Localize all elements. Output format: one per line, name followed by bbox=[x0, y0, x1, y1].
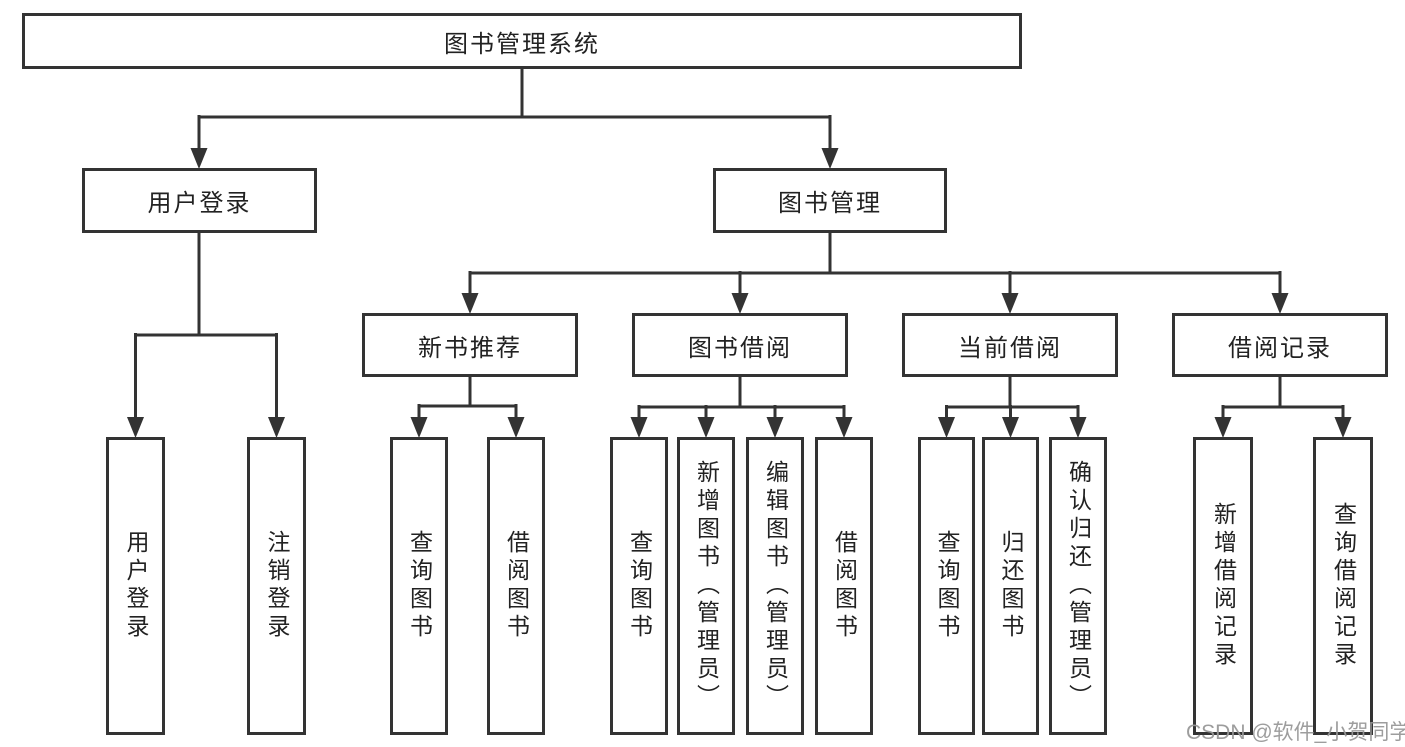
leaf-current-confirm-return-admin-label: 确认归还（管理员） bbox=[1065, 460, 1092, 712]
leaf-newbooks-query-books-label: 查询图书 bbox=[406, 530, 433, 642]
leaf-newbooks-borrow-books-label: 借阅图书 bbox=[503, 530, 530, 642]
leaf-borrowing-edit-books-admin: 编辑图书（管理员） bbox=[746, 437, 804, 735]
node-current-borrowing-label: 当前借阅 bbox=[958, 334, 1062, 362]
leaf-records-query-record: 查询借阅记录 bbox=[1313, 437, 1373, 735]
leaf-current-return-books-label: 归还图书 bbox=[998, 530, 1024, 642]
node-root-system: 图书管理系统 bbox=[22, 13, 1022, 69]
node-borrowing-records-label: 借阅记录 bbox=[1228, 334, 1332, 362]
leaf-newbooks-borrow-books: 借阅图书 bbox=[487, 437, 545, 735]
leaf-borrowing-query-books: 查询图书 bbox=[610, 437, 668, 735]
leaf-current-query-books-label: 查询图书 bbox=[934, 530, 960, 642]
leaf-borrowing-add-books-admin-label: 新增图书（管理员） bbox=[693, 460, 720, 712]
leaf-records-add-record-label: 新增借阅记录 bbox=[1210, 502, 1237, 670]
leaf-logout-label: 注销登录 bbox=[264, 530, 290, 642]
leaf-current-query-books: 查询图书 bbox=[918, 437, 975, 735]
node-book-borrowing: 图书借阅 bbox=[632, 313, 848, 377]
node-new-book-recommend-label: 新书推荐 bbox=[418, 334, 522, 362]
leaf-borrowing-borrow-books-label: 借阅图书 bbox=[831, 530, 858, 642]
node-current-borrowing: 当前借阅 bbox=[902, 313, 1118, 377]
leaf-records-add-record: 新增借阅记录 bbox=[1193, 437, 1253, 735]
leaf-newbooks-query-books: 查询图书 bbox=[390, 437, 448, 735]
csdn-watermark: CSDN @软件_小贺同学 bbox=[1186, 721, 1405, 744]
node-book-management-label: 图书管理 bbox=[778, 190, 882, 217]
node-book-management: 图书管理 bbox=[713, 168, 947, 233]
leaf-records-query-record-label: 查询借阅记录 bbox=[1330, 502, 1357, 670]
node-borrowing-records: 借阅记录 bbox=[1172, 313, 1388, 377]
leaf-current-return-books: 归还图书 bbox=[982, 437, 1039, 735]
leaf-user-login: 用户登录 bbox=[106, 437, 165, 735]
leaf-current-confirm-return-admin: 确认归还（管理员） bbox=[1049, 437, 1107, 735]
node-new-book-recommend: 新书推荐 bbox=[362, 313, 578, 377]
leaf-borrowing-borrow-books: 借阅图书 bbox=[815, 437, 873, 735]
node-root-label: 图书管理系统 bbox=[444, 30, 600, 58]
leaf-user-login-label: 用户登录 bbox=[123, 530, 149, 642]
node-user-login: 用户登录 bbox=[82, 168, 317, 233]
leaf-borrowing-query-books-label: 查询图书 bbox=[626, 530, 653, 642]
node-book-borrowing-label: 图书借阅 bbox=[688, 334, 792, 362]
leaf-logout: 注销登录 bbox=[247, 437, 306, 735]
leaf-borrowing-edit-books-admin-label: 编辑图书（管理员） bbox=[762, 460, 789, 712]
leaf-borrowing-add-books-admin: 新增图书（管理员） bbox=[677, 437, 735, 735]
node-user-login-label: 用户登录 bbox=[147, 190, 252, 217]
